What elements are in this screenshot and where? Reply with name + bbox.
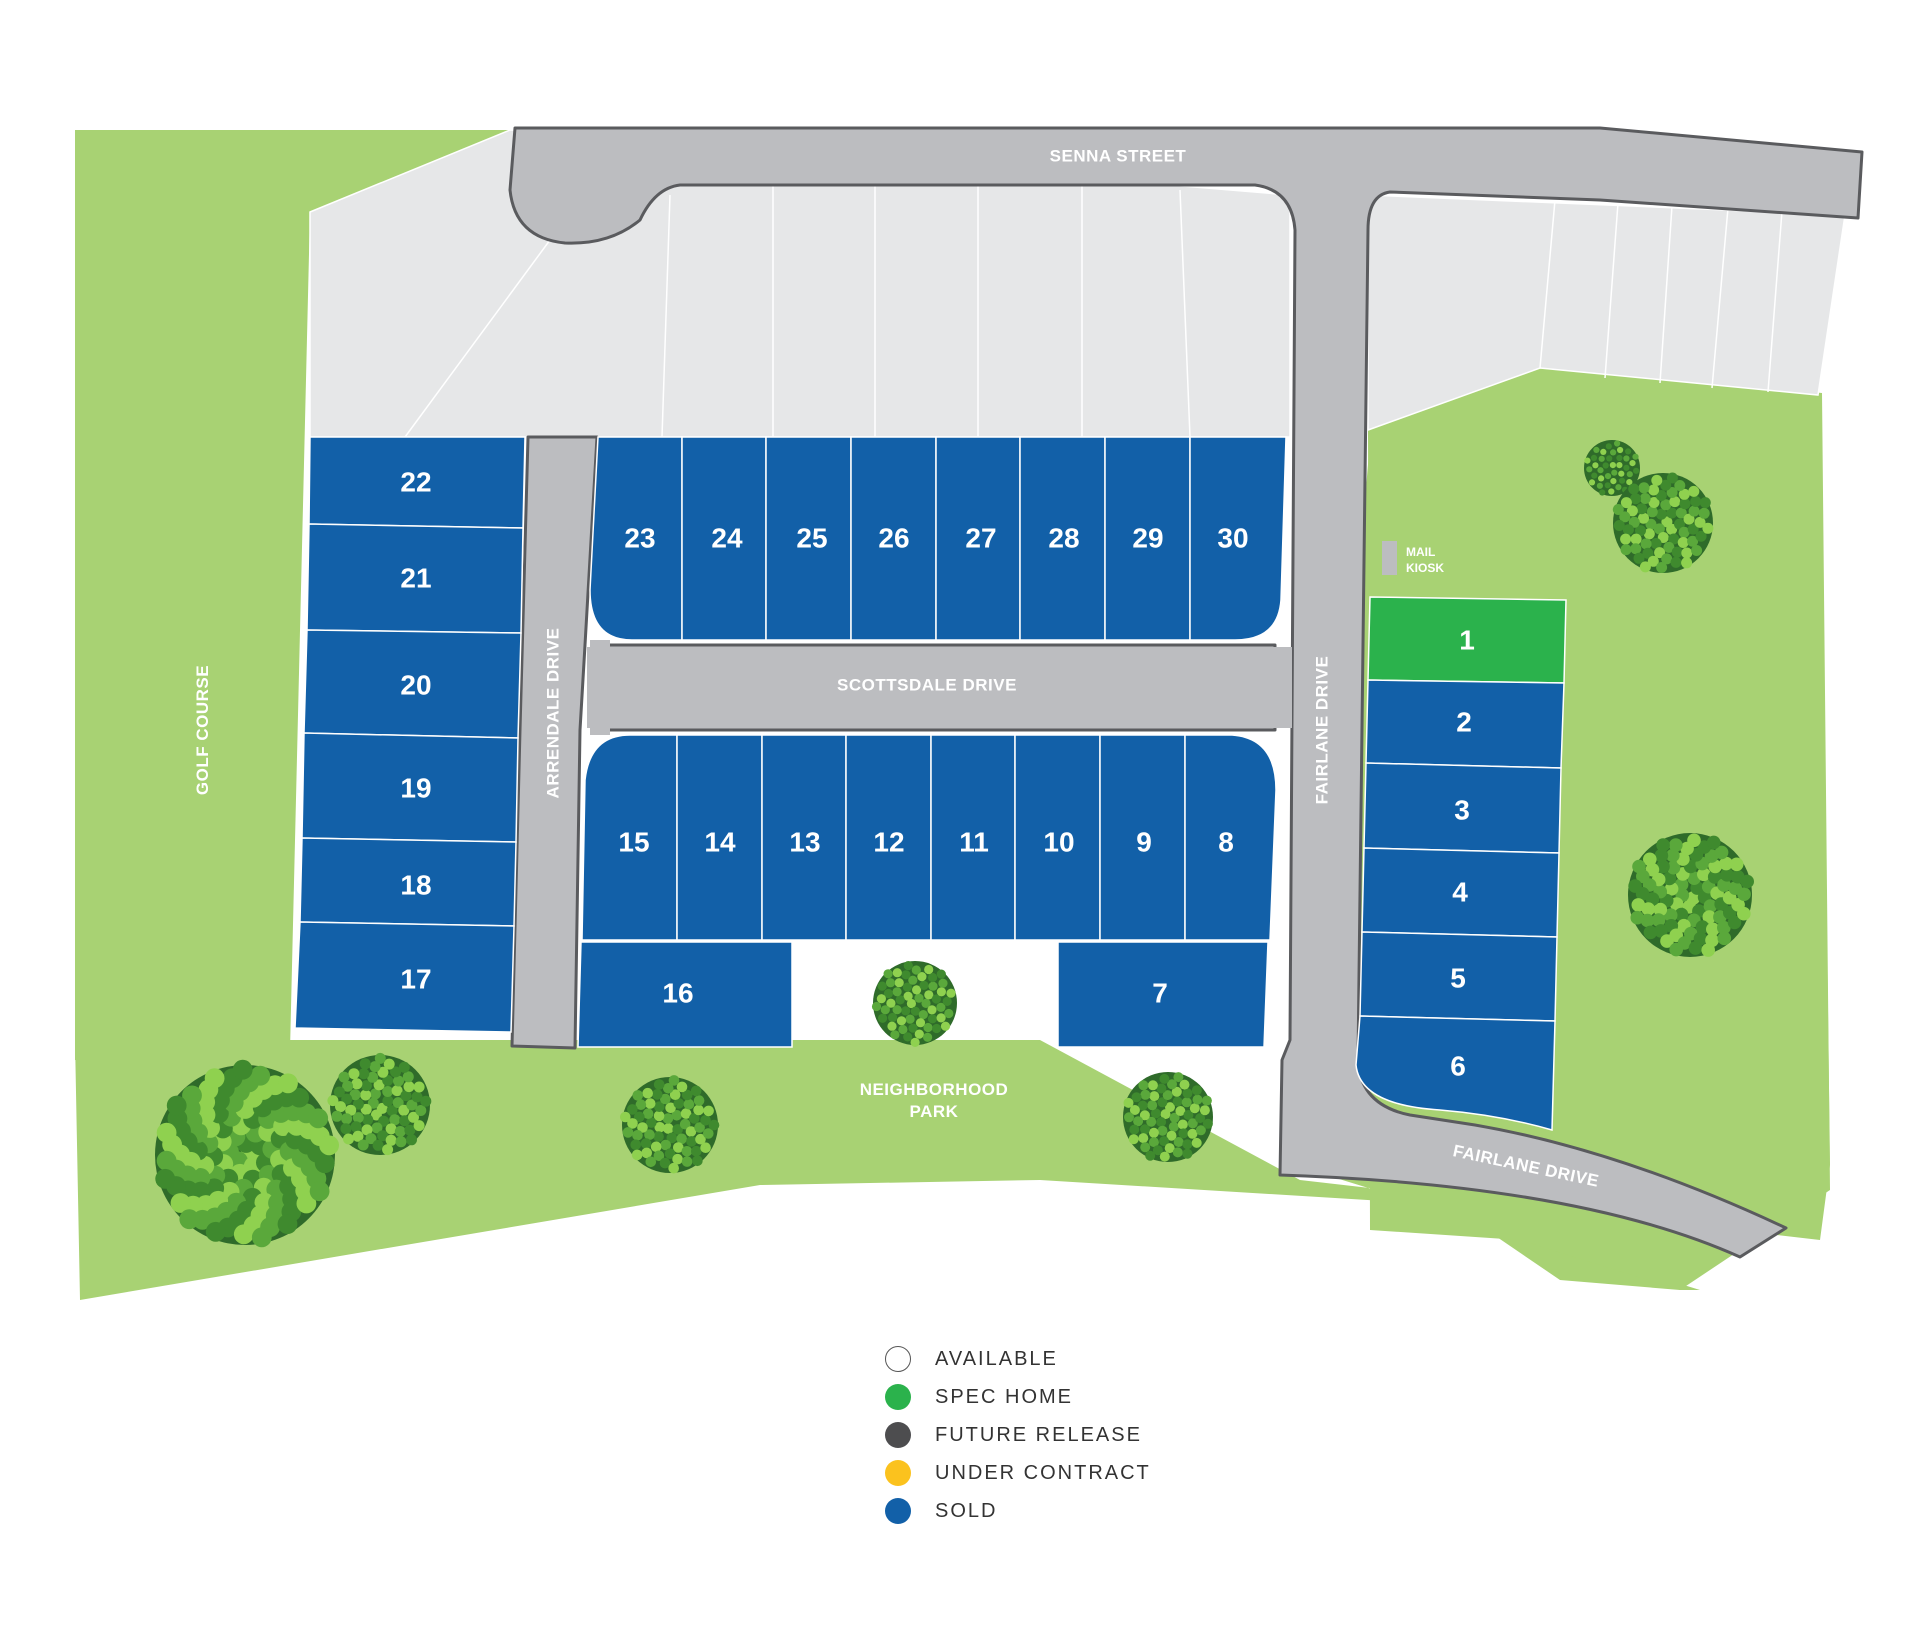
lot-8[interactable] xyxy=(1184,734,1277,941)
lot-number-26: 26 xyxy=(878,523,909,554)
lot-30[interactable] xyxy=(1189,436,1287,641)
legend-item-under-contract: UNDER CONTRACT xyxy=(885,1454,1305,1492)
tree-icon xyxy=(155,1059,339,1248)
lot-number-5: 5 xyxy=(1450,963,1466,994)
trees-layer xyxy=(155,440,1754,1248)
lot-6[interactable] xyxy=(1355,1015,1556,1131)
lot-number-7: 7 xyxy=(1152,978,1168,1009)
golf-course-label: GOLF COURSE xyxy=(193,665,212,795)
arrendale-drive-road xyxy=(510,435,599,1050)
mail-label-line1: MAIL xyxy=(1406,545,1435,559)
legend-label-spec-home: SPEC HOME xyxy=(935,1385,1074,1408)
lot-number-14: 14 xyxy=(704,827,736,858)
sold-swatch-icon xyxy=(885,1498,911,1524)
tree-icon xyxy=(871,961,957,1047)
legend-label-sold: SOLD xyxy=(935,1499,998,1522)
lot-number-8: 8 xyxy=(1218,827,1234,858)
lot-number-19: 19 xyxy=(400,773,431,804)
lot-number-17: 17 xyxy=(400,964,431,995)
lot-number-3: 3 xyxy=(1454,795,1470,826)
under-contract-swatch-icon xyxy=(885,1460,911,1486)
legend-item-spec-home: SPEC HOME xyxy=(885,1378,1305,1416)
lot-number-27: 27 xyxy=(965,523,996,554)
mail-kiosk-icon xyxy=(1382,541,1397,575)
lot-number-10: 10 xyxy=(1043,827,1074,858)
future-lot-lines xyxy=(404,185,1783,438)
kiosk-label-line2: KIOSK xyxy=(1406,561,1444,575)
lot-16[interactable] xyxy=(577,941,793,1048)
lot-number-4: 4 xyxy=(1452,877,1468,908)
lot-number-11: 11 xyxy=(959,827,989,858)
lots-layer xyxy=(294,436,1567,1131)
scottsdale-drive-label: SCOTTSDALE DRIVE xyxy=(837,676,1017,695)
lot-number-6: 6 xyxy=(1450,1051,1466,1082)
lot-number-12: 12 xyxy=(873,827,904,858)
legend-label-future-release: FUTURE RELEASE xyxy=(935,1423,1142,1446)
tree-icon xyxy=(620,1075,720,1174)
legend-item-available: AVAILABLE xyxy=(885,1340,1305,1378)
tree-icon xyxy=(1612,472,1714,573)
lot-number-28: 28 xyxy=(1048,523,1079,554)
park-label-line1: NEIGHBORHOOD xyxy=(860,1080,1009,1099)
lot-number-2: 2 xyxy=(1456,707,1472,738)
lot-number-1: 1 xyxy=(1459,625,1475,656)
grass-area xyxy=(75,130,510,1060)
senna-street-road xyxy=(508,126,1864,1259)
lot-number-30: 30 xyxy=(1217,523,1248,554)
arrendale-drive-label: ARRENDALE DRIVE xyxy=(544,628,563,799)
lot-number-21: 21 xyxy=(400,563,431,594)
future-release-swatch-icon xyxy=(885,1422,911,1448)
lot-number-9: 9 xyxy=(1136,827,1152,858)
fairlane-drive-vertical-label: FAIRLANE DRIVE xyxy=(1313,656,1332,805)
lot-number-15: 15 xyxy=(618,827,649,858)
lot-numbers: 1 2 3 4 5 6 7 8 9 10 11 12 13 14 15 16 1… xyxy=(400,467,1474,1082)
tree-icon xyxy=(1628,833,1754,957)
lot-number-13: 13 xyxy=(789,827,820,858)
lot-number-25: 25 xyxy=(796,523,827,554)
tree-icon xyxy=(327,1052,432,1156)
available-swatch-icon xyxy=(885,1346,911,1372)
lot-number-23: 23 xyxy=(624,523,655,554)
legend-label-under-contract: UNDER CONTRACT xyxy=(935,1461,1151,1484)
lot-number-29: 29 xyxy=(1132,523,1163,554)
legend-label-available: AVAILABLE xyxy=(935,1347,1058,1370)
park-label-line2: PARK xyxy=(910,1102,959,1121)
legend-item-sold: SOLD xyxy=(885,1492,1305,1530)
lot-number-24: 24 xyxy=(711,523,743,554)
tree-icon xyxy=(1123,1072,1213,1162)
lot-7[interactable] xyxy=(1057,941,1269,1048)
tree-icon xyxy=(1584,440,1640,496)
lot-15[interactable] xyxy=(581,734,678,941)
lot-number-22: 22 xyxy=(400,467,431,498)
lot-number-20: 20 xyxy=(400,670,431,701)
lot-number-18: 18 xyxy=(400,870,431,901)
legend-item-future-release: FUTURE RELEASE xyxy=(885,1416,1305,1454)
legend: AVAILABLE SPEC HOME FUTURE RELEASE UNDER… xyxy=(885,1340,1305,1530)
spec-home-swatch-icon xyxy=(885,1384,911,1410)
lot-17[interactable] xyxy=(294,921,515,1033)
lot-number-16: 16 xyxy=(662,978,693,1009)
senna-street-label: SENNA STREET xyxy=(1050,147,1187,166)
lot-23[interactable] xyxy=(589,436,683,641)
